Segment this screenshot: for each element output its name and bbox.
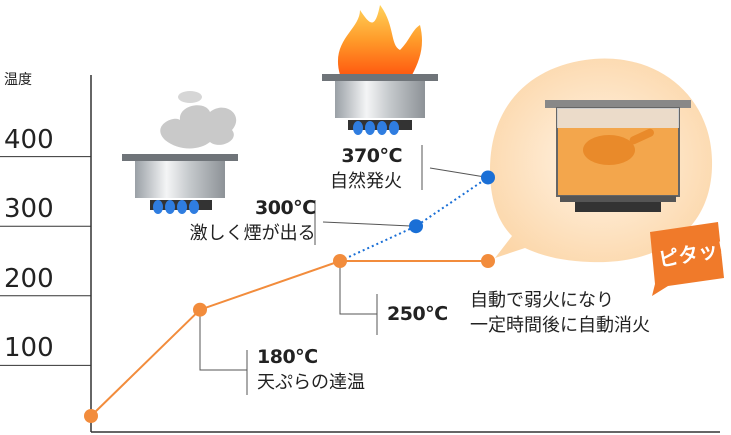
annotation-300-temp: 300℃ <box>255 197 316 219</box>
data-point-blue <box>481 170 495 185</box>
annotation-250-text: 自動で弱火になり 一定時間後に自動消火 <box>470 290 650 336</box>
y-tick-label: 300 <box>4 194 54 225</box>
pitatto-badge <box>650 222 724 296</box>
annotation-leader <box>322 221 417 227</box>
annotation-leader <box>339 261 377 315</box>
data-point-orange <box>481 254 495 268</box>
y-axis-title: 温度 <box>4 72 32 88</box>
annotation-250-temp: 250℃ <box>387 303 448 325</box>
data-point-orange <box>333 254 347 268</box>
annotation-300-text: 激しく煙が出る <box>189 223 316 244</box>
annotation-370-temp: 370℃ <box>341 145 402 167</box>
series-line-solid <box>90 260 488 417</box>
annotation-370-text: 自然発火 <box>330 171 402 192</box>
series-line-dotted <box>339 176 489 262</box>
y-tick-label: 400 <box>4 124 54 155</box>
data-point-orange <box>84 409 98 423</box>
annotation-370: 370℃ 自然発火 <box>330 144 403 194</box>
annotation-300: 300℃ 激しく煙が出る <box>160 196 316 246</box>
data-point-blue <box>409 219 423 234</box>
smoking-pot-illustration <box>122 91 238 214</box>
annotation-180: 180℃ 天ぷらの達温 <box>257 345 365 395</box>
pot-bubble-illustration <box>490 58 713 263</box>
annotation-leader <box>199 309 247 371</box>
y-tick-label: 100 <box>4 333 54 364</box>
annotation-180-text: 天ぷらの達温 <box>257 372 365 393</box>
data-point-orange <box>193 302 207 317</box>
annotation-leader <box>429 167 489 178</box>
annotation-250-temp-wrap: 250℃ <box>387 302 448 327</box>
y-tick-label: 200 <box>4 263 54 294</box>
flaming-pot-illustration <box>322 5 438 135</box>
annotation-180-temp: 180℃ <box>257 346 318 368</box>
